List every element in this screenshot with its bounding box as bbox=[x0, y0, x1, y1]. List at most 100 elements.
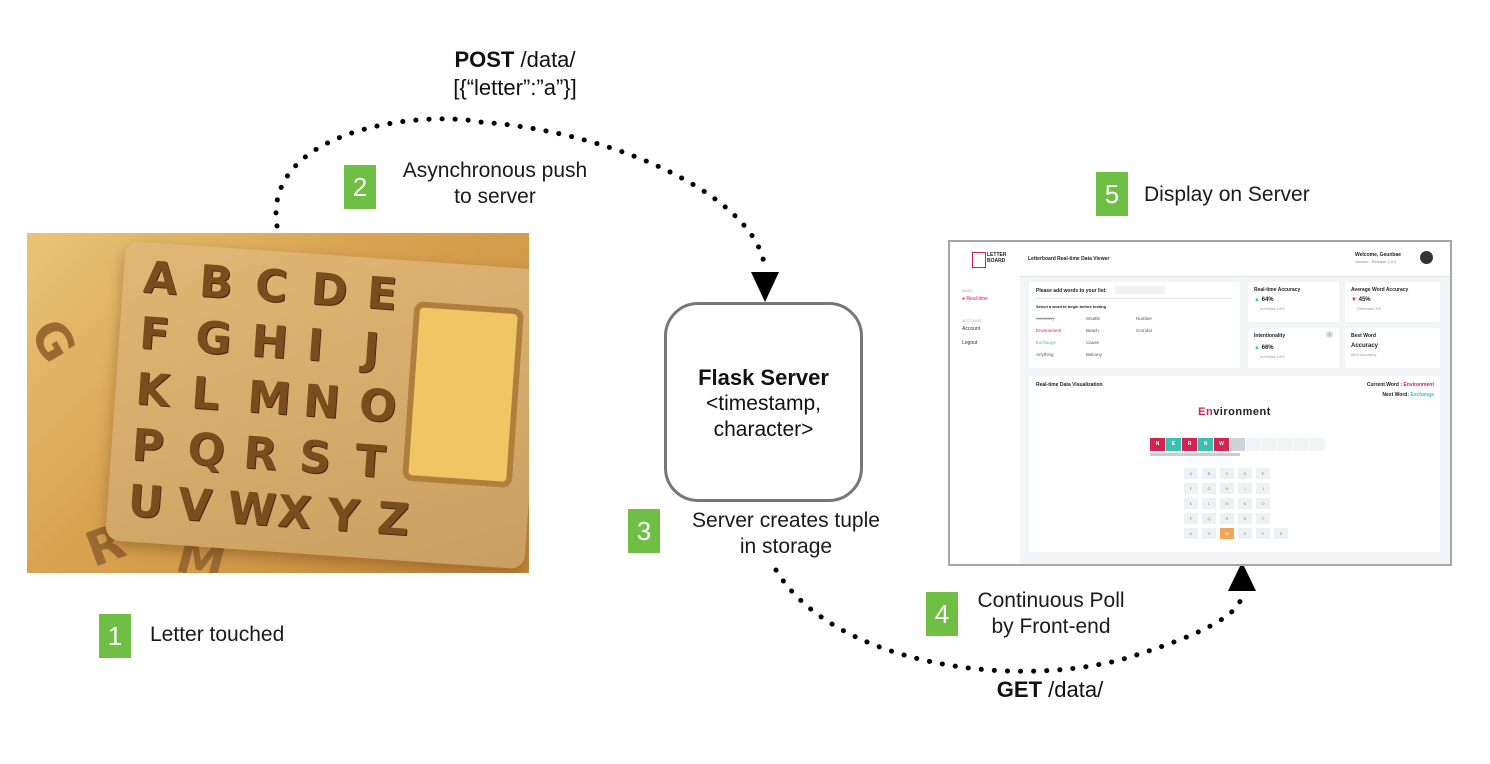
board-letter: O bbox=[357, 379, 399, 433]
add-words-label: Please add words to your list: bbox=[1036, 288, 1107, 294]
board-letter: R bbox=[241, 427, 280, 481]
help-icon[interactable]: ? bbox=[1326, 331, 1333, 338]
word-item[interactable]: Anything bbox=[1036, 352, 1054, 357]
key-cell: Z bbox=[1274, 528, 1288, 539]
word-item[interactable]: Corridor bbox=[1136, 328, 1153, 333]
typed-slot bbox=[1262, 438, 1277, 451]
add-words-input[interactable] bbox=[1115, 286, 1165, 294]
board-letter: F bbox=[137, 307, 172, 361]
server-desc-line2: character> bbox=[713, 418, 814, 441]
intentionality-card: Intentionality ? ▲ 66% Increase 14% bbox=[1248, 328, 1339, 368]
word-item[interactable]: Beach bbox=[1086, 328, 1099, 333]
board-letter: G bbox=[193, 311, 234, 366]
typed-slot: E bbox=[1166, 438, 1181, 451]
sidebar-item-logout[interactable]: Logout bbox=[962, 340, 978, 346]
step-3-label: Server creates tuple in storage bbox=[672, 508, 900, 560]
get-verb: GET bbox=[996, 677, 1043, 702]
best-word-sub: 88% Accuracy bbox=[1351, 352, 1377, 357]
avg-accuracy-title: Average Word Accuracy bbox=[1351, 287, 1409, 293]
word-item[interactable]: Environment bbox=[1036, 328, 1062, 333]
board-letter: L bbox=[189, 367, 222, 421]
key-cell: R bbox=[1220, 513, 1234, 524]
board-window bbox=[401, 300, 525, 489]
sidebar-item-account[interactable]: Account bbox=[962, 326, 981, 332]
down-arrow-icon: ▼ bbox=[1351, 297, 1357, 303]
flask-server-box: Flask Server <timestamp, character> bbox=[664, 302, 863, 502]
step-1-badge: 1 bbox=[99, 614, 131, 658]
intentionality-sub: Increase 14% bbox=[1260, 354, 1285, 359]
dashboard-sidebar: MAIN ● Real-time ACCOUNT Account Logout bbox=[950, 276, 1020, 564]
board-letter: D bbox=[309, 263, 350, 318]
word-item[interactable]: Accuracy bbox=[1036, 316, 1055, 321]
key-cell: K bbox=[1184, 498, 1198, 509]
realtime-accuracy-title: Real-time Accuracy bbox=[1254, 287, 1301, 293]
key-cell: F bbox=[1184, 483, 1198, 494]
word-item[interactable]: Exchange bbox=[1036, 340, 1057, 345]
board-letter: W bbox=[225, 482, 278, 537]
board-letter: T bbox=[353, 435, 387, 489]
big-word: Environment bbox=[1029, 406, 1440, 418]
next-word-line: Next Word: Exchange bbox=[1382, 392, 1434, 398]
best-word-value: Accuracy bbox=[1351, 343, 1379, 349]
word-item[interactable]: Number bbox=[1136, 316, 1153, 321]
logo-line1: LETTER bbox=[987, 252, 1007, 258]
dashboard-screenshot: LETTER BOARD Letterboard Real-time Data … bbox=[948, 240, 1452, 566]
intentionality-title: Intentionality bbox=[1254, 333, 1286, 339]
step-5-badge: 5 bbox=[1096, 172, 1128, 216]
board-letter: B bbox=[197, 255, 235, 310]
key-cell: J bbox=[1256, 483, 1270, 494]
key-cell: I bbox=[1238, 483, 1252, 494]
typed-slot bbox=[1294, 438, 1309, 451]
step-2-badge: 2 bbox=[344, 165, 376, 209]
avatar-icon[interactable] bbox=[1420, 251, 1433, 264]
get-path: /data/ bbox=[1048, 677, 1104, 702]
word-item[interactable]: Cause bbox=[1086, 340, 1100, 345]
typed-slot bbox=[1230, 438, 1245, 451]
word-item[interactable]: Shuttle bbox=[1086, 316, 1101, 321]
push-arrow-head bbox=[751, 272, 779, 302]
typed-slot bbox=[1278, 438, 1293, 451]
board-letter: E bbox=[365, 267, 399, 321]
get-request-label: GET /data/ bbox=[960, 676, 1140, 704]
key-cell: B bbox=[1202, 468, 1216, 479]
key-cell: Q bbox=[1202, 513, 1216, 524]
sidebar-section-account: ACCOUNT bbox=[962, 318, 982, 323]
step-3-line2: in storage bbox=[739, 535, 833, 558]
key-cell: H bbox=[1220, 483, 1234, 494]
board-letter: V bbox=[175, 479, 214, 533]
sidebar-item-realtime[interactable]: ● Real-time bbox=[962, 296, 988, 302]
step-4-line1: Continuous Poll bbox=[977, 589, 1125, 612]
key-cell: T bbox=[1256, 513, 1270, 524]
board-letter: S bbox=[297, 431, 333, 485]
visualization-card: Real-time Data Visualization Current Wor… bbox=[1029, 376, 1440, 552]
step-5-label: Display on Server bbox=[1144, 183, 1310, 206]
push-arrow bbox=[273, 116, 768, 273]
logo-text: LETTER BOARD bbox=[987, 252, 1006, 264]
step-4-badge: 4 bbox=[926, 592, 958, 636]
key-cell: L bbox=[1202, 498, 1216, 509]
board-letter: Z bbox=[375, 492, 411, 547]
word-item[interactable]: Balcony bbox=[1086, 352, 1103, 357]
logo-icon bbox=[972, 252, 986, 268]
board-letter: I bbox=[305, 319, 326, 372]
typed-slot: R bbox=[1182, 438, 1197, 451]
step-3-badge: 3 bbox=[628, 509, 660, 553]
big-word-rest: vironment bbox=[1213, 406, 1271, 418]
best-word-title: Best Word bbox=[1351, 333, 1376, 339]
key-cell: X bbox=[1238, 528, 1252, 539]
current-word-line: Current Word : Environment bbox=[1367, 382, 1434, 388]
key-cell: A bbox=[1184, 468, 1198, 479]
key-cell: M bbox=[1220, 498, 1234, 509]
current-word-label: Current Word : bbox=[1366, 382, 1404, 388]
loose-letter: G bbox=[27, 309, 87, 373]
board-letter: Y bbox=[325, 489, 361, 543]
board-letter: H bbox=[249, 315, 290, 370]
select-word-label: Select a word to begin before testing bbox=[1036, 304, 1107, 309]
progress-track bbox=[1150, 453, 1240, 456]
current-word-value: Environment bbox=[1403, 382, 1434, 388]
typed-slot: N bbox=[1198, 438, 1213, 451]
step-3-line1: Server creates tuple bbox=[692, 509, 880, 532]
key-cell: G bbox=[1202, 483, 1216, 494]
